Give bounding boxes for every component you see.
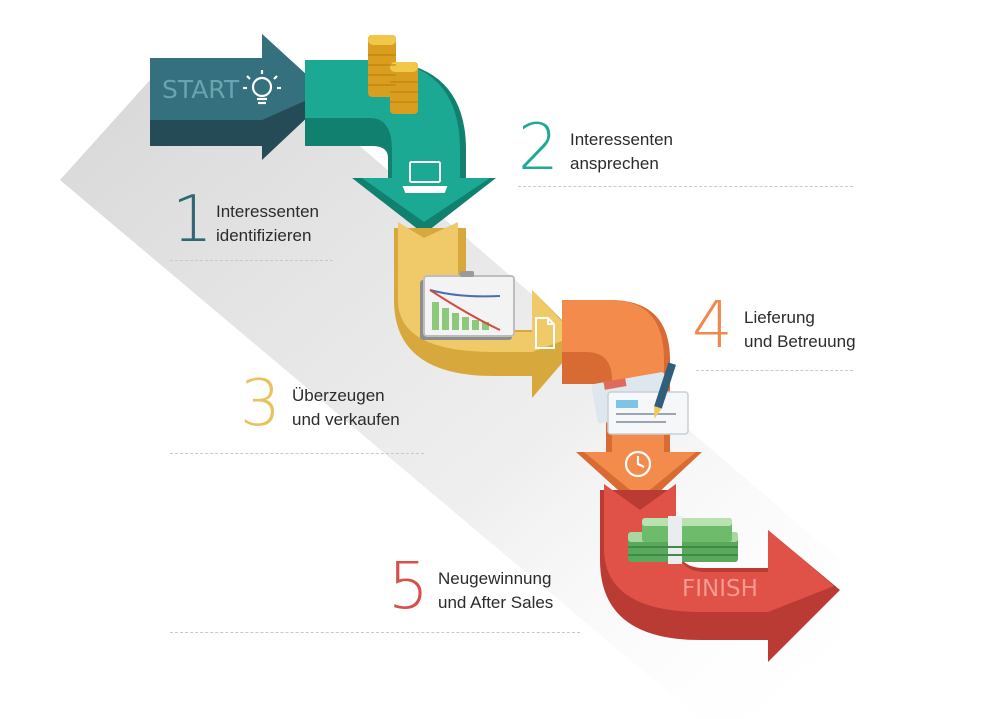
step-1-label: Interessenten identifizieren <box>216 200 319 248</box>
step-5-divider <box>170 632 580 633</box>
finish-label: FINISH <box>682 576 758 602</box>
contract-pen-icon <box>591 362 689 435</box>
step-4-label-line2: und Betreuung <box>744 332 856 351</box>
step-3-label-line1: Überzeugen <box>292 386 385 405</box>
step-4-divider <box>696 370 853 371</box>
step-2-number: 2 <box>518 111 559 185</box>
step-1-label-line2: identifizieren <box>216 226 312 245</box>
laptop-icon <box>402 161 448 193</box>
step-5-label-line2: und After Sales <box>438 593 554 612</box>
step-1-number: 1 <box>172 183 213 257</box>
document-icon <box>535 317 555 349</box>
step-1-divider <box>170 260 333 261</box>
step-5-number: 5 <box>388 550 429 624</box>
start-label: START <box>162 75 240 104</box>
step-3-label: Überzeugen und verkaufen <box>292 384 400 432</box>
start-arrow: START <box>150 34 330 160</box>
step-2-label-line2: ansprechen <box>570 154 659 173</box>
clock-icon <box>624 450 652 478</box>
coin-stack-icon <box>368 35 418 114</box>
step-3-label-line2: und verkaufen <box>292 410 400 429</box>
step-2-label-line1: Interessenten <box>570 130 674 149</box>
step-4-number: 4 <box>692 289 733 363</box>
money-stack-icon <box>628 516 738 564</box>
chart-board-icon <box>420 271 515 340</box>
lightbulb-icon <box>243 70 281 105</box>
step-3-number: 3 <box>240 367 281 441</box>
step-2-label: Interessenten ansprechen <box>570 128 673 176</box>
step-2-divider <box>518 186 853 187</box>
step-4-label-line1: Lieferung <box>744 308 815 327</box>
step-1-label-line1: Interessenten <box>216 202 320 221</box>
step-5-label-line1: Neugewinnung <box>438 569 552 588</box>
step-4-label: Lieferung und Betreuung <box>744 306 856 354</box>
step-3-divider <box>170 453 424 454</box>
teal-curve-arrow <box>305 60 496 234</box>
step-5-label: Neugewinnung und After Sales <box>438 567 553 615</box>
